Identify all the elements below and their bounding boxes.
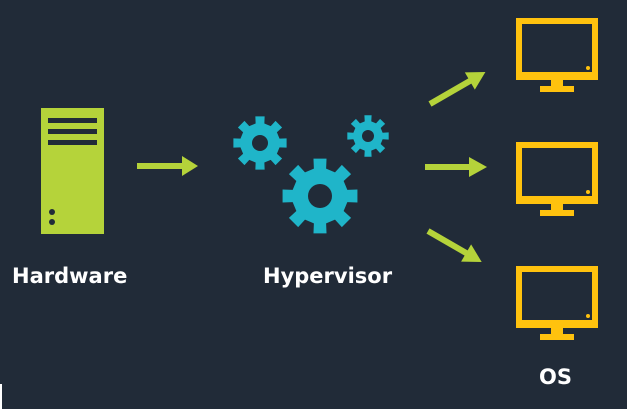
server-body — [41, 108, 104, 234]
server-light — [49, 219, 55, 225]
arrow-hypervisor-to-os-top — [428, 72, 486, 107]
monitor-stand — [540, 86, 574, 92]
monitor-neck — [551, 204, 563, 210]
monitor-power-light — [586, 66, 590, 70]
server-slot — [48, 140, 97, 145]
server-slot — [48, 118, 97, 123]
monitor-power-light — [586, 314, 590, 318]
hypervisor-label: Hypervisor — [263, 264, 393, 288]
monitor-icon — [516, 266, 598, 340]
monitor-icon — [516, 18, 598, 92]
arrow-head — [469, 157, 487, 177]
monitor-screen — [522, 148, 592, 196]
monitor-screen — [522, 272, 592, 320]
arrow-shaft — [428, 76, 475, 107]
arrow-hypervisor-to-os-middle — [425, 157, 487, 177]
arrow-head — [182, 156, 198, 176]
gear-medium-icon — [233, 116, 287, 170]
monitor-stand — [540, 334, 574, 340]
gear-small-icon — [347, 115, 389, 157]
gear-hole — [362, 130, 374, 142]
arrow-hardware-to-hypervisor — [137, 156, 198, 176]
gears-icon — [233, 115, 389, 234]
gear-hole — [308, 184, 332, 208]
os-label: OS — [539, 365, 572, 389]
monitor-screen — [522, 24, 592, 72]
gear-hole — [252, 135, 268, 151]
arrow-hypervisor-to-os-bottom — [426, 228, 482, 262]
server-tower-icon — [41, 108, 104, 234]
arrow-shaft — [426, 228, 472, 258]
monitor-power-light — [586, 190, 590, 194]
monitor-neck — [551, 328, 563, 334]
monitor-neck — [551, 80, 563, 86]
server-light — [49, 209, 55, 215]
server-slot — [48, 129, 97, 134]
monitor-icon — [516, 142, 598, 216]
hardware-label: Hardware — [12, 264, 128, 288]
arrow-head — [461, 244, 482, 262]
gear-large-icon — [282, 158, 358, 234]
monitor-stand — [540, 210, 574, 216]
arrow-head — [464, 72, 486, 90]
